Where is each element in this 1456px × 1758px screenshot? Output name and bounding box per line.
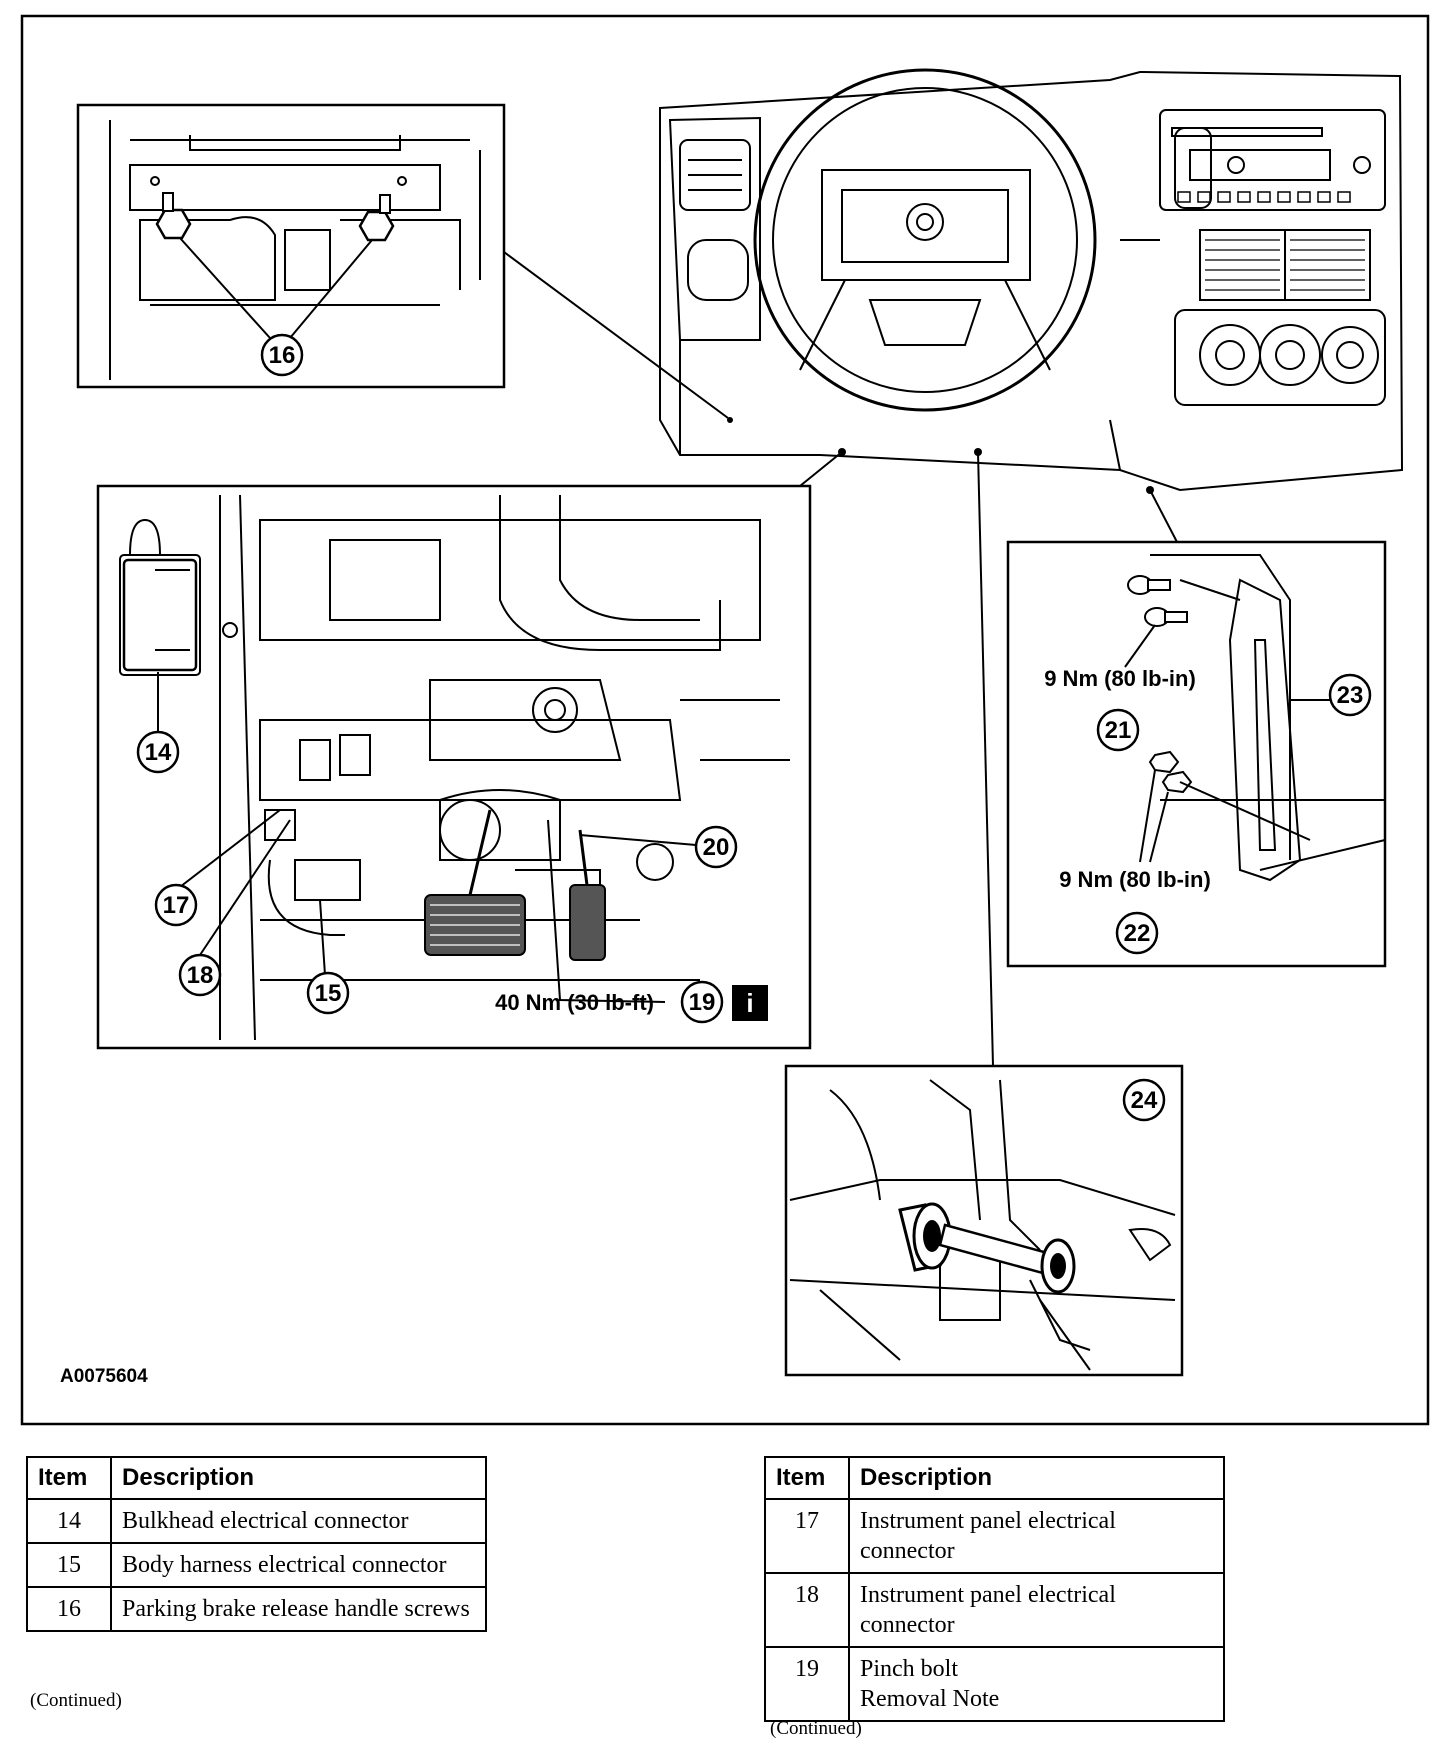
table-row: 17 Instrument panel electrical connector — [764, 1498, 1225, 1574]
table-row: 18 Instrument panel electrical connector — [764, 1572, 1225, 1648]
item-table-right: Item Description 17 Instrument panel ele… — [764, 1456, 1225, 1722]
item-description: Bulkhead electrical connector — [110, 1498, 487, 1544]
screw-16b — [358, 194, 395, 242]
callout-20: 20 — [694, 825, 738, 869]
callout-15: 15 — [306, 971, 350, 1015]
callout-24-label: 24 — [1131, 1087, 1158, 1114]
callout-16-label: 16 — [269, 342, 296, 369]
item-number: 17 — [764, 1498, 850, 1574]
figure-id: A0075604 — [60, 1366, 148, 1387]
callout-17-label: 17 — [163, 892, 190, 919]
dashboard-illustration — [659, 68, 1404, 492]
callout-14-label: 14 — [145, 739, 172, 766]
continued-note-left: (Continued) — [30, 1690, 122, 1711]
torque-21: 9 Nm (80 lb-in) — [1044, 666, 1196, 691]
callout-23-label: 23 — [1337, 682, 1364, 709]
accelerator-pedal — [569, 829, 606, 961]
callout-14: 14 — [136, 730, 180, 774]
pinch-bolt-joint — [898, 1202, 1076, 1294]
callout-22: 22 — [1115, 911, 1159, 955]
callout-20-label: 20 — [703, 834, 730, 861]
item-description: Pinch bolt Removal Note — [848, 1646, 1225, 1722]
item-description: Parking brake release handle screws — [110, 1586, 487, 1632]
screw-16a — [155, 192, 192, 240]
item-number: 19 — [764, 1646, 850, 1722]
info-icon[interactable]: i — [732, 985, 768, 1021]
item-number: 18 — [764, 1572, 850, 1648]
callout-23: 23 — [1328, 673, 1372, 717]
table-row: 15 Body harness electrical connector — [26, 1542, 487, 1588]
callout-17: 17 — [154, 883, 198, 927]
continued-note-right: (Continued) — [770, 1718, 862, 1739]
item-number: 16 — [26, 1586, 112, 1632]
header-description: Description — [848, 1456, 1225, 1500]
table-row: 14 Bulkhead electrical connector — [26, 1498, 487, 1544]
callout-19-label: 19 — [689, 989, 716, 1016]
header-item: Item — [764, 1456, 850, 1500]
table-row: 19 Pinch bolt Removal Note — [764, 1646, 1225, 1722]
callout-18: 18 — [178, 953, 222, 997]
nut-22 — [1148, 750, 1311, 841]
figure-frame — [20, 14, 1430, 1426]
callout-21-label: 21 — [1105, 717, 1132, 744]
inset-bracket: 9 Nm (80 lb-in) 21 23 9 Nm (80 lb-in) 22 — [1006, 540, 1387, 968]
inset-main: 14 17 18 15 20 40 Nm (30 lb-ft) 19 i — [96, 484, 812, 1050]
callout-24: 24 — [1122, 1078, 1166, 1122]
callout-19: 19 — [680, 980, 724, 1024]
callout-15-label: 15 — [315, 980, 342, 1007]
callout-18-label: 18 — [187, 962, 214, 989]
exploded-view-diagram: 16 — [20, 14, 1430, 1426]
callout-22-label: 22 — [1124, 920, 1151, 947]
item-number: 15 — [26, 1542, 112, 1588]
bulkhead-connector — [122, 558, 198, 672]
bolt-21 — [1127, 575, 1188, 627]
item-description: Instrument panel electrical connector — [848, 1572, 1225, 1648]
header-description: Description — [110, 1456, 487, 1500]
info-icon-label: i — [746, 988, 753, 1018]
item-description: Body harness electrical connector — [110, 1542, 487, 1588]
callout-21: 21 — [1096, 708, 1140, 752]
table-row: 16 Parking brake release handle screws — [26, 1586, 487, 1632]
item-description: Instrument panel electrical connector — [848, 1498, 1225, 1574]
item-number: 14 — [26, 1498, 112, 1544]
header-item: Item — [26, 1456, 112, 1500]
torque-22: 9 Nm (80 lb-in) — [1059, 867, 1211, 892]
inset-16: 16 — [76, 103, 506, 389]
inset-24: 24 — [784, 1064, 1184, 1377]
brake-pedal — [424, 809, 526, 956]
item-table-left: Item Description 14 Bulkhead electrical … — [26, 1456, 487, 1632]
torque-19: 40 Nm (30 lb-ft) — [495, 990, 654, 1015]
callout-16: 16 — [260, 333, 304, 377]
